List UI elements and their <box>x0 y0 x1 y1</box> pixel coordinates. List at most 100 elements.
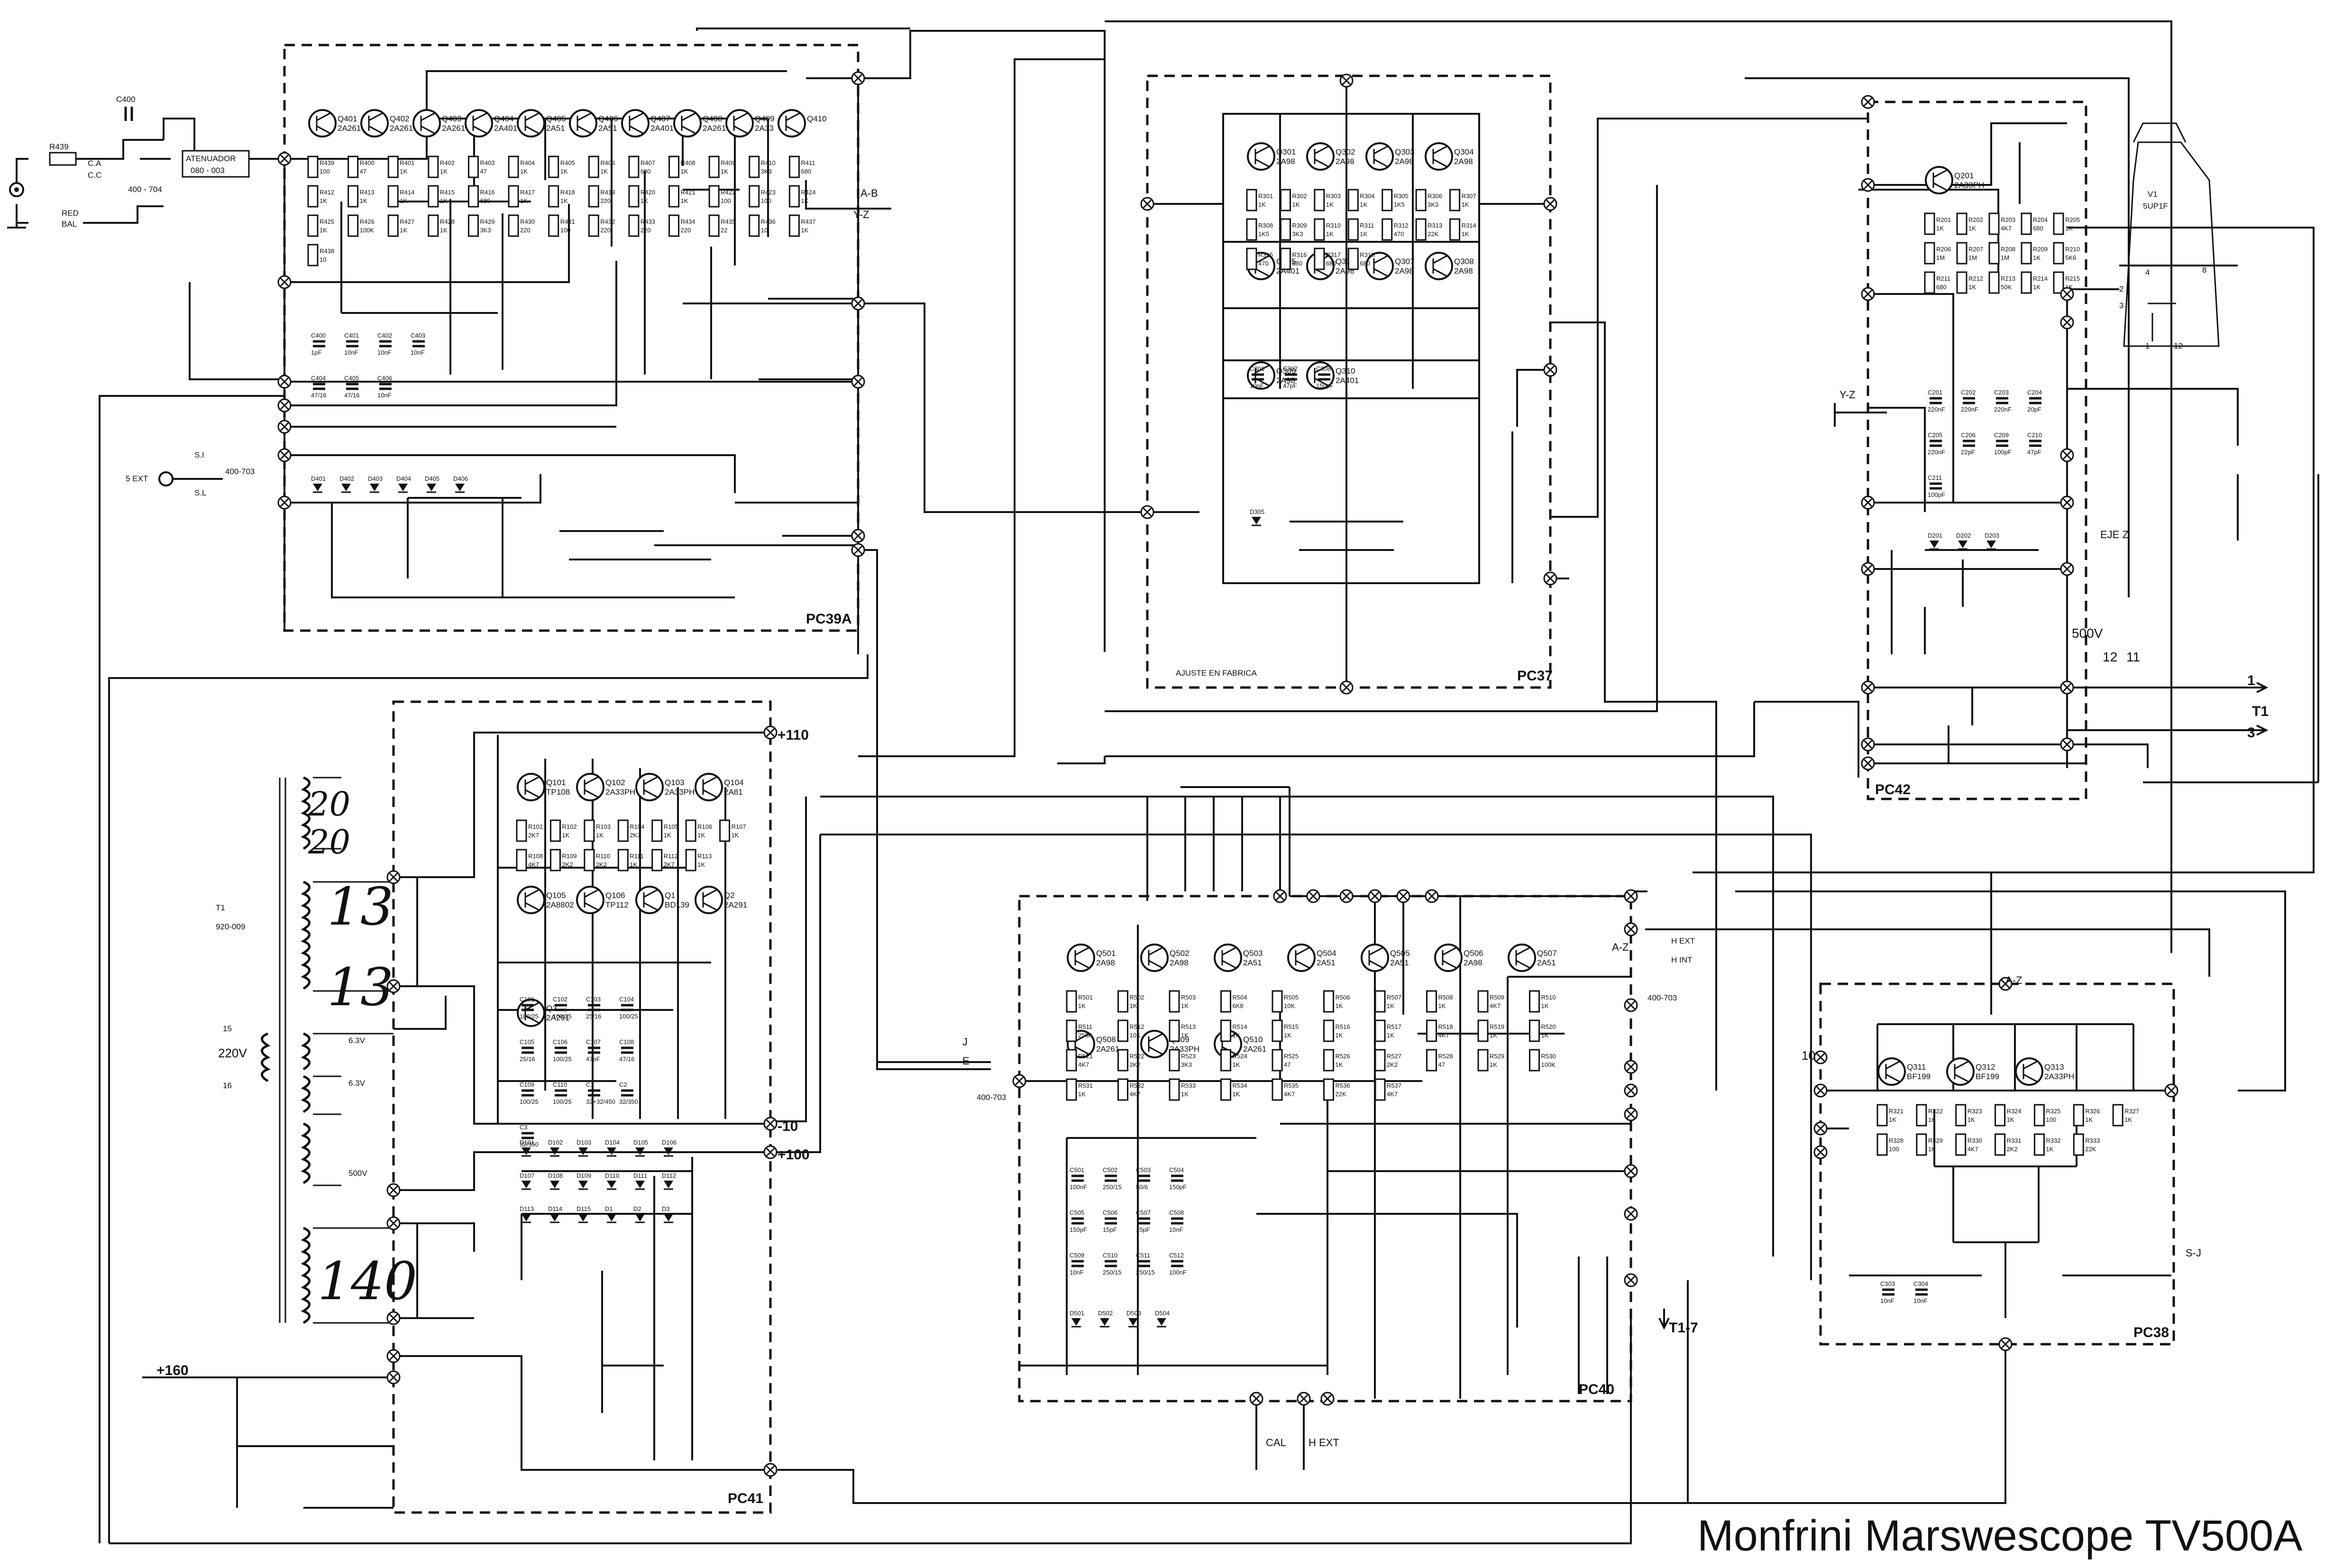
diode-ref: D113 <box>520 1205 534 1212</box>
diode-ref: D2 <box>633 1205 641 1212</box>
resistor-ref: R317 <box>1326 251 1341 258</box>
resistor-value: 1K <box>2033 284 2041 291</box>
label-500v: 500V <box>2072 626 2103 641</box>
capacitor-ref: C203 <box>1994 389 2009 396</box>
transistor-type: 2A98 <box>1170 958 1189 967</box>
transistor-label: Q101 <box>546 778 566 787</box>
capacitor-ref: C104 <box>619 996 634 1003</box>
resistor-value: 1K <box>1438 1002 1446 1009</box>
label-az: A-Z <box>2005 974 2022 986</box>
resistor-value: 47 <box>480 168 486 175</box>
resistor-ref: R517 <box>1387 1023 1401 1030</box>
transistor-label: Q307 <box>1395 257 1415 266</box>
transistor-type: TP112 <box>605 900 629 909</box>
resistor-value: 1K <box>681 168 688 175</box>
trafo-pin-16: 16 <box>223 1081 232 1090</box>
resistor-value: 100 <box>1889 1146 1899 1153</box>
diode-ref: D405 <box>425 475 439 482</box>
capacitor-value: 100/25 <box>520 1098 539 1105</box>
resistor-ref: R522 <box>1130 1053 1144 1060</box>
resistor-value: 4K7 <box>1438 1032 1449 1039</box>
resistor-value: 1K <box>630 861 637 868</box>
diode-ref: D115 <box>577 1205 591 1212</box>
resistor-value: 1K <box>1258 201 1266 208</box>
node-labels: A-B Y-Z Y-Z A-Z A-Z S-J J E 400-703 400-… <box>156 187 2269 1449</box>
resistor-ref: R409 <box>721 159 735 166</box>
label-h-ext2: H EXT <box>1309 1437 1339 1449</box>
diode-d1: D1 <box>605 1205 616 1223</box>
resistor-ref: R516 <box>1336 1023 1350 1030</box>
transistor-label: Q311 <box>1907 1063 1926 1072</box>
diode-d104: D104 <box>605 1139 620 1157</box>
connector-node <box>1543 571 1557 586</box>
transistor-label: Q308 <box>1454 257 1474 266</box>
label-10: 10 <box>1802 1048 1815 1063</box>
transistor-type: 2A291 <box>546 1013 569 1022</box>
capacitor-value: 47/16 <box>619 1055 635 1063</box>
capacitor-ref: C107 <box>586 1038 601 1045</box>
capacitor-value: 150pF <box>1070 1226 1087 1233</box>
capacitor-ref: C511 <box>1136 1252 1150 1259</box>
capacitor-value: 100/25 <box>520 1013 539 1020</box>
transistor-type: 2A98 <box>1276 157 1295 166</box>
resistor-ref: R204 <box>2033 216 2048 223</box>
transistor-type: 2A261 <box>1096 1045 1119 1054</box>
resistor-value: 100 <box>560 227 571 234</box>
resistor-value: 1K <box>400 168 407 175</box>
capacitor-value: 47pF <box>1283 382 1297 389</box>
pc37-circuit <box>1147 81 1569 688</box>
resistor-ref: R425 <box>320 218 334 225</box>
resistor-value: 1K <box>2046 1146 2053 1153</box>
resistor-ref: R307 <box>1462 193 1476 200</box>
resistor-value: 680 <box>1360 260 1370 267</box>
capacitor-ref: C202 <box>1961 389 1976 396</box>
transistor-label: Q401 <box>338 114 357 123</box>
resistor-value: 1K <box>1130 1002 1137 1009</box>
capacitor-value: 220nF <box>1994 406 2012 413</box>
diode-ref: D110 <box>605 1172 619 1179</box>
connector-node <box>1861 95 1875 109</box>
switch-400-703-a: 400-703 <box>225 467 255 476</box>
resistor-ref: R423 <box>761 189 776 196</box>
connector-node <box>851 375 865 389</box>
resistor-ref: R401 <box>400 159 414 166</box>
capacitor-value: 250/15 <box>1136 1269 1155 1276</box>
resistor-value: 2K7 <box>630 832 641 839</box>
resistor-ref: R515 <box>1284 1023 1299 1030</box>
resistor-value: 1K <box>520 197 528 204</box>
hv-500v: 500V <box>348 1169 367 1178</box>
connector-node <box>1624 1107 1638 1121</box>
ext-trigger-jack[interactable] <box>158 471 174 486</box>
resistor-ref: R207 <box>1968 246 1983 253</box>
resistor-value: 100 <box>761 197 771 204</box>
crt-label: V1 <box>2148 190 2158 199</box>
resistor-value: 2K2 <box>596 861 607 868</box>
diode-ref: D501 <box>1070 1310 1084 1317</box>
transistor-label: Q106 <box>605 891 625 900</box>
transistor-label: Q103 <box>665 778 685 787</box>
